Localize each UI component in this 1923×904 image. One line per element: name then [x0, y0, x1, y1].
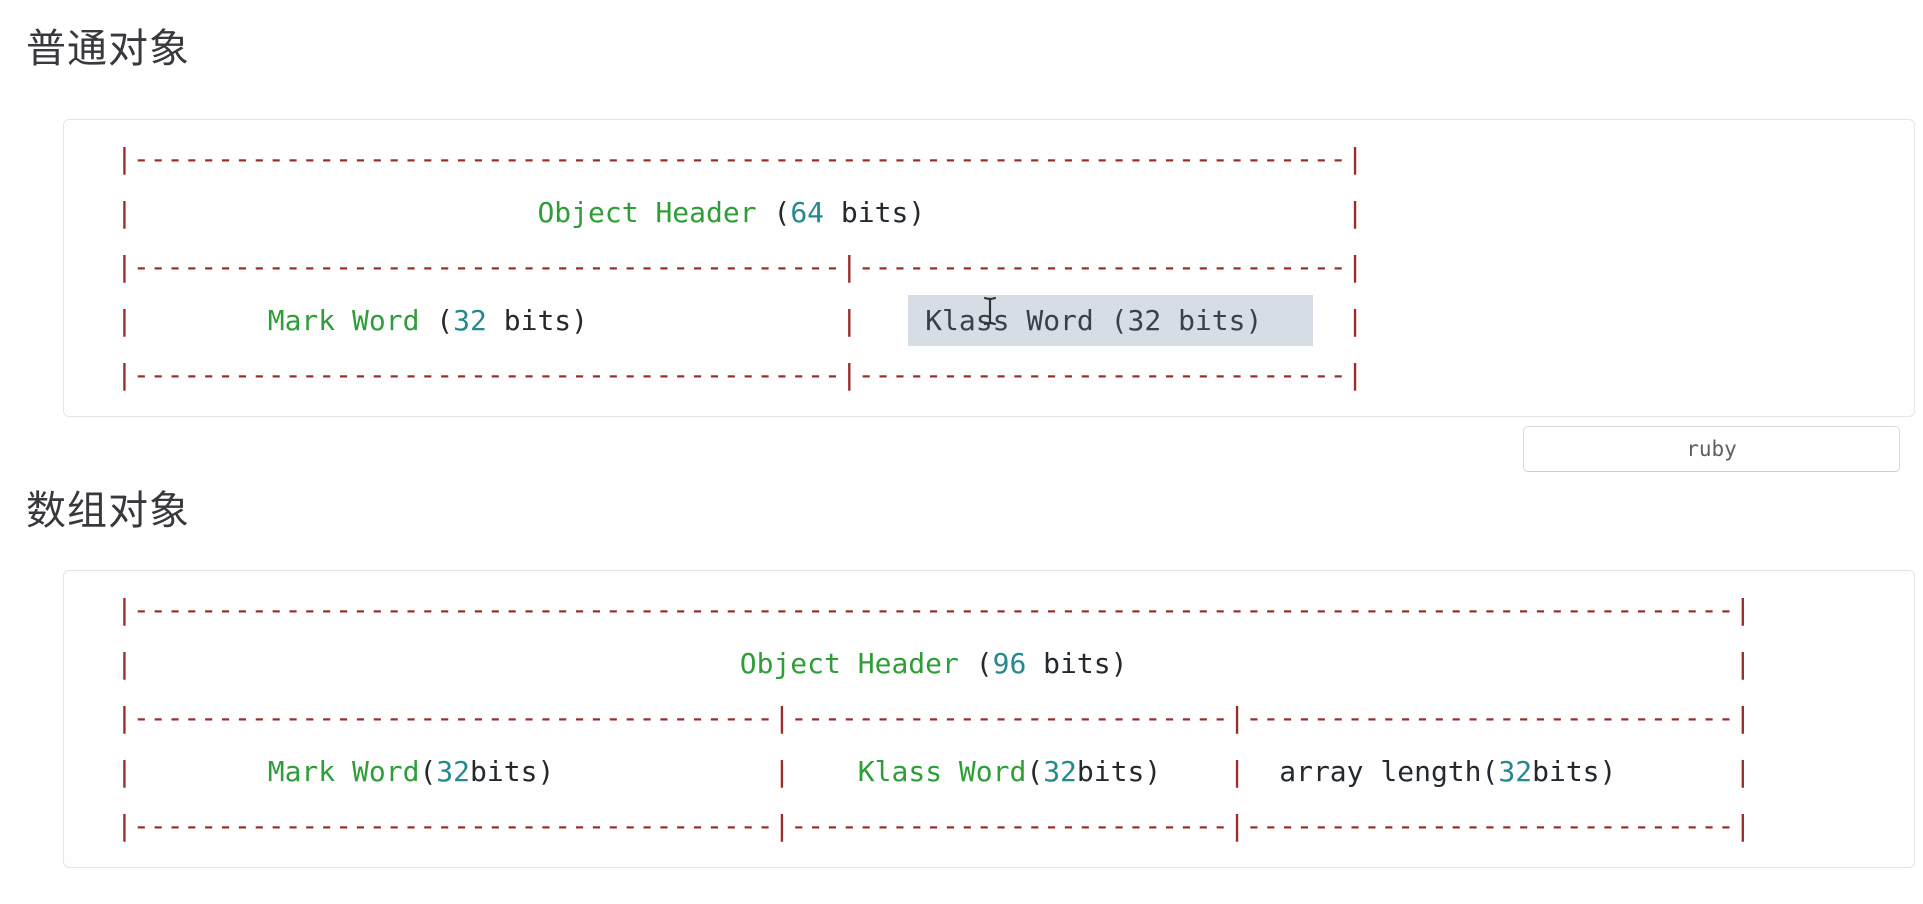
code-line: |---------------------------------------… — [116, 358, 1364, 391]
code-line: | Mark Word(32bits) | Klass Word(32bits)… — [116, 755, 1752, 788]
heading-array-object: 数组对象 — [26, 489, 190, 533]
selected-text[interactable]: Klass Word (32 bits) — [908, 295, 1313, 346]
code-block-array-object: |---------------------------------------… — [63, 570, 1915, 868]
code-line: |--------------------------------------|… — [116, 809, 1752, 842]
code-line: |--------------------------------------|… — [116, 701, 1752, 734]
code-line: |---------------------------------------… — [116, 142, 1364, 175]
code-line: | Mark Word (32 bits) | Klass Word (32 b… — [116, 294, 1914, 348]
code-line: |---------------------------------------… — [116, 593, 1752, 626]
ascii-diagram-normal-object[interactable]: |---------------------------------------… — [64, 120, 1914, 402]
ascii-diagram-array-object[interactable]: |---------------------------------------… — [64, 571, 1914, 853]
code-block-normal-object: |---------------------------------------… — [63, 119, 1915, 417]
code-language-tag: ruby — [1523, 426, 1900, 472]
heading-normal-object: 普通对象 — [26, 27, 190, 71]
code-line: |---------------------------------------… — [116, 250, 1364, 283]
code-line: | Object Header (96 bits) | — [116, 647, 1752, 680]
code-line: | Object Header (64 bits) | — [116, 196, 1364, 229]
